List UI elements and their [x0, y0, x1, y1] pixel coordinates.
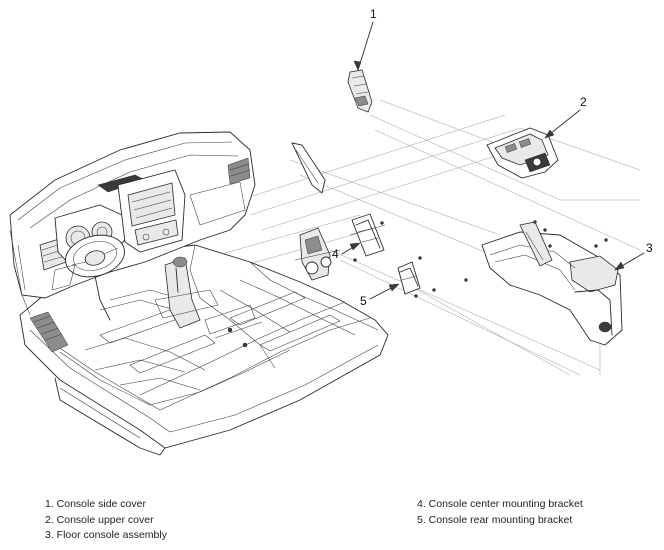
console-upper-cover	[486, 127, 559, 179]
floor-pan	[19, 227, 389, 456]
legend-right-column: 4. Console center mounting bracket 5. Co…	[417, 497, 583, 528]
callout-2: 2	[544, 95, 587, 139]
callout-number: 5	[360, 294, 367, 308]
legend-item-console-side-cover: 1. Console side cover	[45, 498, 146, 510]
callout-number: 4	[332, 247, 339, 261]
instrument-panel	[9, 131, 256, 321]
gear-shifter-assembly	[154, 256, 263, 348]
legend-item-console-upper-cover: 2. Console upper cover	[45, 513, 154, 526]
legend-item-center-mounting-bracket: 4. Console center mounting bracket	[417, 498, 583, 510]
exploded-view-diagram: 1 2 3 4 5	[9, 7, 653, 456]
center-mechanism	[294, 227, 341, 281]
console-rear-mounting-bracket	[397, 256, 436, 298]
steering-wheel	[65, 234, 125, 278]
callout-number: 2	[580, 95, 587, 109]
floor-console-assembly	[464, 220, 623, 346]
callout-number: 3	[646, 241, 653, 255]
console-side-cover	[347, 69, 373, 113]
callout-3: 3	[614, 241, 653, 271]
right-air-vent	[227, 157, 251, 185]
callout-4: 4	[332, 242, 361, 261]
callout-1: 1	[353, 7, 377, 71]
legend-left-column: 1. Console side cover 2. Console upper c…	[45, 497, 167, 544]
legend-item-rear-mounting-bracket: 5. Console rear mounting bracket	[417, 513, 573, 526]
floor-vent-grille	[29, 311, 69, 353]
callout-number: 1	[370, 7, 377, 21]
center-stack	[117, 169, 186, 253]
callout-5: 5	[360, 283, 400, 308]
console-center-mounting-bracket	[349, 213, 386, 262]
diagram-canvas: 1 2 3 4 5	[9, 7, 653, 456]
side-trim-panel	[291, 142, 326, 194]
legend-item-floor-console-assembly: 3. Floor console assembly	[45, 529, 167, 541]
